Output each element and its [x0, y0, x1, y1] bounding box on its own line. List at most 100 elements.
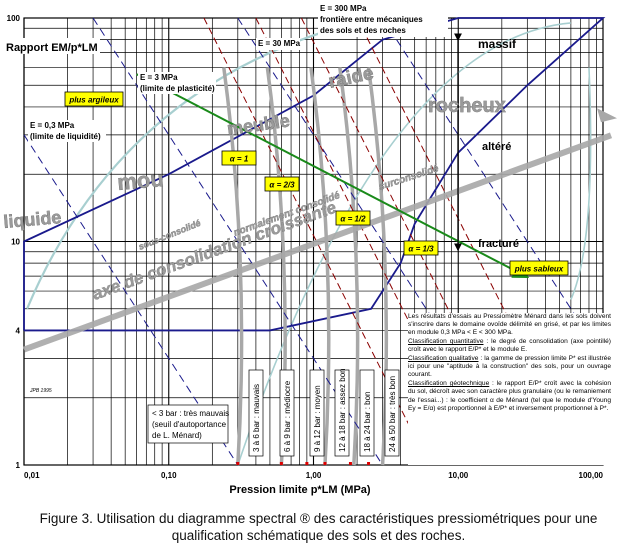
x-tick-label: 1,00 [306, 471, 322, 480]
iso-modulus-line [382, 17, 604, 359]
band-label-box [309, 369, 325, 457]
iso-label-bg [28, 120, 106, 142]
alpha-tag-box [264, 176, 300, 192]
explanation-p2: Classification quantitative : le degré d… [408, 338, 611, 354]
x-tick-label: 0,10 [161, 471, 177, 480]
iso-modulus-label: E = 0,3 MPa [30, 121, 75, 130]
consolidation-axis [22, 132, 613, 353]
alpha-tag-box [221, 150, 257, 166]
p2-body: : le degré de consolidation (axe pointil… [408, 338, 611, 354]
alpha-tag: α = 1 [230, 154, 249, 163]
soil-class-word: mou [116, 166, 164, 195]
iso-modulus-label: E = 3 MPa [140, 73, 178, 82]
alpha-line [300, 17, 528, 466]
caption-line1: Figure 3. Utilisation du diagramme spect… [39, 511, 598, 526]
band0-box [147, 404, 229, 444]
axis-marker [323, 462, 327, 465]
domain-outline [23, 17, 606, 332]
iso-modulus-sublabel: (limite de plasticité) [140, 84, 215, 93]
consolidation-word: surconsolidé [378, 163, 441, 193]
consolidation-word: sous-consolidé [137, 218, 202, 252]
label-plus-sableux: plus sableux [514, 264, 564, 273]
soil-class-word: rocheux [428, 95, 506, 117]
pressure-band-label: 18 à 24 bar : bon [363, 392, 372, 453]
p3-body: : la gamme de pression limite P* est ill… [408, 355, 611, 379]
figure-caption: Figure 3. Utilisation du diagramme spect… [0, 510, 637, 544]
x-axis-label: Pression limite p*LM (MPa) [229, 484, 371, 496]
alpha-lines [203, 17, 583, 466]
explanation-p3: Classification qualitative : la gamme de… [408, 355, 611, 380]
iso-label-bg [256, 38, 300, 50]
iso-modulus-label: E = 30 MPa [258, 39, 301, 48]
pressure-band-arc [309, 67, 331, 466]
pressure-band-label: 12 à 18 bar : assez bon [338, 368, 347, 452]
arrows [22, 33, 617, 353]
alpha-tag-box [403, 240, 439, 256]
pressure-band-label: 6 à 9 bar : médiocre [283, 380, 292, 452]
iso-modulus-line [92, 17, 383, 466]
domain-arc-upper [26, 16, 374, 310]
band-label-box [334, 369, 350, 457]
alpha-tag: α = 1/3 [408, 244, 434, 253]
p4-title: Classification géotechnique [408, 380, 490, 388]
pressure-band-arc [338, 67, 360, 466]
pressure-band-arc [222, 67, 244, 466]
alpha-tag: α = 1/2 [340, 214, 366, 223]
explanation-p4: Classification géotechnique : le rapport… [408, 380, 611, 413]
y-tick-label: 100 [7, 14, 21, 23]
label-plus-argileux: plus argileux [68, 95, 119, 104]
axis-marker [305, 462, 309, 465]
alpha-tag: α = 2/3 [269, 180, 295, 189]
domain-arc-lower [237, 22, 571, 466]
iso-label-bg [138, 72, 216, 94]
axis-marker [236, 462, 240, 465]
band-label-box [384, 369, 400, 457]
axis-marker [348, 462, 352, 465]
consolidation-axis-head [597, 108, 617, 123]
explanation-p1: Les résultats d'essais au Pressiomètre M… [408, 313, 611, 337]
y-tick-label: 1 [16, 461, 21, 470]
pressure-band-label: 24 à 50 bar : très bon [388, 376, 397, 452]
y-axis-label-bg [4, 38, 100, 54]
pressure-band-label: 9 à 12 bar : moyen [313, 385, 322, 452]
y-tick-label: 4 [16, 326, 21, 335]
p4-body: : le rapport E/P* croît avec la cohésion… [408, 380, 611, 412]
y-axis-label: Rapport EM/p*LM [6, 42, 98, 54]
x-tick-label: 10,00 [448, 471, 469, 480]
iso-label-bg [318, 3, 448, 37]
alpha-line [356, 17, 583, 466]
p3-title: Classification qualitative [408, 355, 479, 363]
pressure-band-0-line: (seuil d'autoportance [152, 420, 227, 429]
band-label-box [279, 369, 295, 457]
pressure-band-0-line: < 3 bar : très mauvais [152, 409, 229, 418]
explanation-box: Les résultats d'essais au Pressiomètre M… [408, 313, 611, 465]
pressure-band-label: 3 à 6 bar : mauvais [252, 384, 261, 452]
alpha-line [203, 17, 430, 466]
label-plus-sableux-box [509, 260, 569, 276]
iso-modulus-sublabel: frontière entre mécaniques [320, 15, 423, 24]
x-tick-label: 0,01 [24, 471, 40, 480]
iso-modulus-sublabel: (limite de liquidité) [30, 132, 101, 141]
y-tick-label: 10 [11, 238, 20, 247]
axis-marker [367, 462, 371, 465]
pressure-band-0-line: de L. Ménard) [152, 431, 202, 440]
iso-modulus-label: E = 300 MPa [320, 4, 367, 13]
soil-class-word: altéré [482, 141, 511, 153]
caption-line2: qualification schématique des sols et de… [171, 528, 466, 543]
axis-marker [279, 462, 283, 465]
iso-modulus-sublabel: des sols et des roches [320, 26, 406, 35]
soil-class-word: fracturé [478, 238, 519, 250]
domain-arc-right [570, 67, 592, 300]
alpha-tag-box [335, 210, 371, 226]
p2-title: Classification quantitative [408, 338, 484, 346]
label-plus-argileux-box [64, 91, 124, 107]
band-label-box [359, 369, 375, 457]
ovoid-domain [23, 16, 606, 466]
text-labels: plus argileux plus sableux α = 1 α = 2/3 α =… [28, 3, 569, 465]
credit: JPB 1995 [29, 388, 52, 394]
alpha-line [255, 17, 482, 466]
band-label-box [248, 369, 264, 457]
x-tick-label: 100,00 [579, 471, 604, 480]
